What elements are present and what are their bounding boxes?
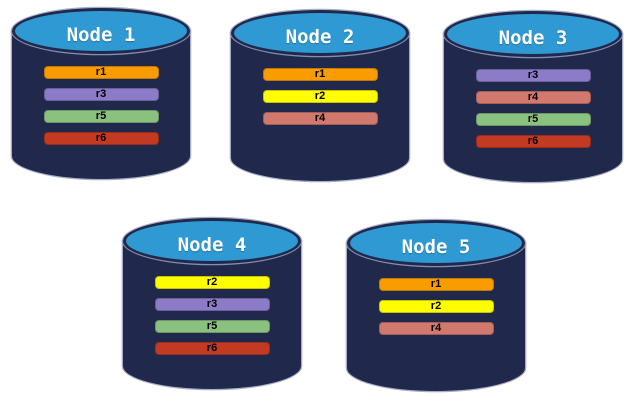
- replica-label: r2: [314, 90, 326, 102]
- cylinder-top: Node 3: [444, 11, 622, 57]
- replica-label: r3: [206, 298, 218, 310]
- replica-bar-r5: r5: [154, 320, 270, 333]
- replica-bar-r4: r4: [262, 112, 378, 125]
- replica-bar-r3: r3: [475, 69, 591, 82]
- replica-label: r4: [430, 322, 442, 334]
- replica-label: r4: [314, 112, 326, 124]
- replica-bar-r1: r1: [262, 68, 378, 81]
- replica-label: r4: [527, 91, 539, 103]
- replica-label: r6: [527, 135, 539, 147]
- cylinder-body: [123, 241, 301, 389]
- node-label: Node 1: [66, 23, 136, 46]
- replica-bar-r2: r2: [378, 300, 494, 313]
- replica-bar-r3: r3: [154, 298, 270, 311]
- replica-bar-r2: r2: [262, 90, 378, 103]
- replica-bar-r1: r1: [43, 66, 159, 79]
- replica-label: r6: [206, 342, 218, 354]
- replica-label: r6: [95, 132, 107, 144]
- replica-label: r5: [527, 113, 539, 125]
- database-node-2: Node 2 r1 r2 r4: [231, 10, 409, 181]
- replica-bar-r5: r5: [43, 110, 159, 123]
- replica-list: r2 r3 r5 r6: [123, 276, 301, 355]
- replica-bar-r6: r6: [154, 342, 270, 355]
- cylinder-top: Node 4: [123, 218, 301, 264]
- replica-label: r5: [206, 320, 218, 332]
- replica-label: r1: [430, 278, 442, 290]
- replica-bar-r4: r4: [378, 322, 494, 335]
- replica-list: r1 r2 r4: [347, 278, 525, 335]
- cylinder-body: [347, 243, 525, 391]
- cylinder-top: Node 1: [12, 8, 190, 54]
- replica-label: r1: [95, 66, 107, 78]
- replica-label: r1: [314, 68, 326, 80]
- node-label: Node 2: [285, 25, 355, 48]
- replica-bar-r4: r4: [475, 91, 591, 104]
- replica-list: r1 r3 r5 r6: [12, 66, 190, 145]
- replica-label: r2: [206, 276, 218, 288]
- cylinder-body: [12, 31, 190, 179]
- replica-label: r2: [430, 300, 442, 312]
- cylinder-top: Node 5: [347, 220, 525, 266]
- node-label: Node 5: [401, 235, 471, 258]
- cylinder-top: Node 2: [231, 10, 409, 56]
- node-label: Node 4: [177, 233, 247, 256]
- database-node-3: Node 3 r3 r4 r5 r6: [444, 11, 622, 182]
- replica-bar-r2: r2: [154, 276, 270, 289]
- node-label: Node 3: [498, 26, 568, 49]
- replica-bar-r3: r3: [43, 88, 159, 101]
- replica-bar-r5: r5: [475, 113, 591, 126]
- replica-list: r3 r4 r5 r6: [444, 69, 622, 148]
- cylinder-body: [444, 34, 622, 182]
- database-node-5: Node 5 r1 r2 r4: [347, 220, 525, 391]
- replica-bar-r6: r6: [475, 135, 591, 148]
- cylinder-body: [231, 33, 409, 181]
- replica-list: r1 r2 r4: [231, 68, 409, 125]
- replica-bar-r6: r6: [43, 132, 159, 145]
- database-node-4: Node 4 r2 r3 r5 r6: [123, 218, 301, 389]
- replica-bar-r1: r1: [378, 278, 494, 291]
- replica-label: r3: [95, 88, 107, 100]
- replica-label: r3: [527, 69, 539, 81]
- replica-label: r5: [95, 110, 107, 122]
- database-node-1: Node 1 r1 r3 r5 r6: [12, 8, 190, 179]
